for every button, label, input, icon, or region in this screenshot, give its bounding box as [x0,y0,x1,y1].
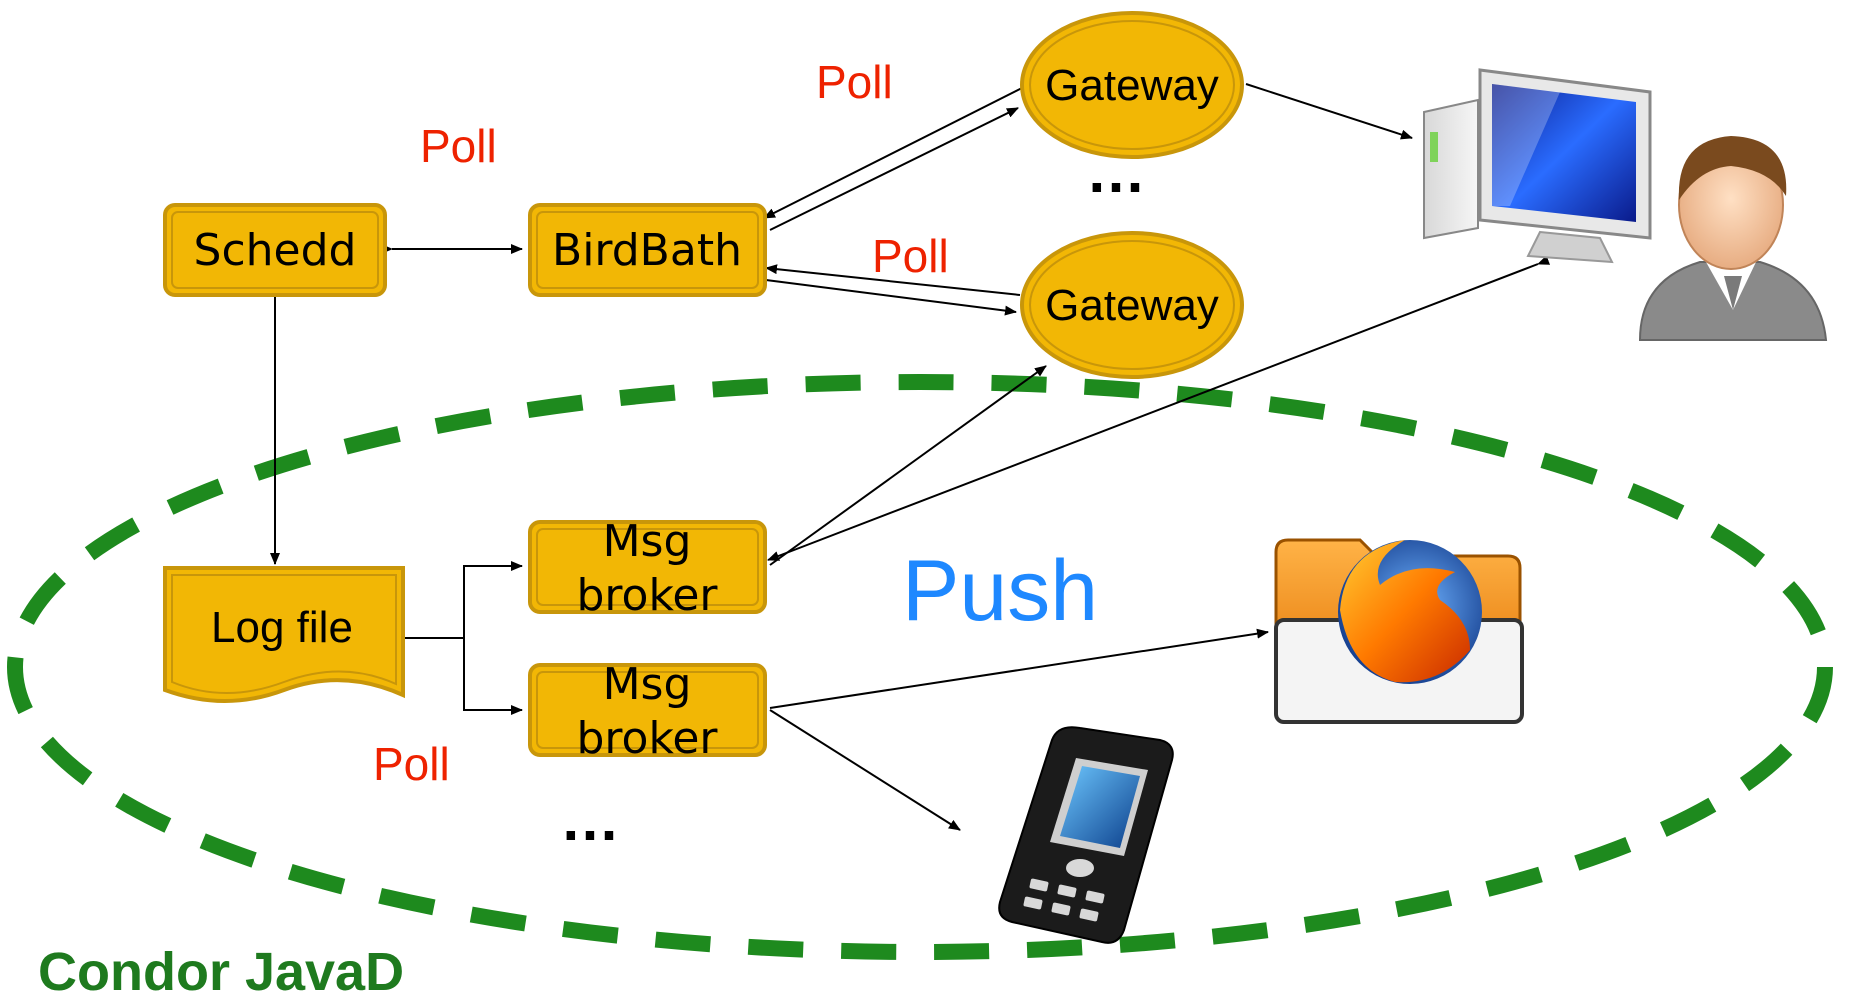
more-brokers-ellipsis: … [560,786,620,853]
log-file-label: Log file [211,603,353,652]
push-label: Push [902,543,1098,639]
poll-label-gateway-bottom: Poll [872,230,949,282]
poll-label-gateway-top: Poll [816,56,893,108]
msg-broker-2-node: Msg broker [528,659,767,764]
gateway-top-node: Gateway [1020,11,1244,159]
mobile-phone-icon [998,726,1174,944]
gateway-bottom-label: Gateway [1045,281,1219,330]
msg-broker-1-node: Msg broker [528,516,767,621]
birdbath-label: BirdBath [552,225,742,276]
schedd-label: Schedd [194,225,357,276]
msg-broker-2-label-line1: Msg [603,659,692,710]
desktop-computer-user-icon [1423,68,1828,341]
msg-broker-1-label-line1: Msg [603,516,692,567]
msg-broker-1-label-line2: broker [576,570,718,621]
msg-broker-2-label-line2: broker [576,713,718,764]
birdbath-node: BirdBath [528,203,767,297]
gateway-top-label: Gateway [1045,61,1219,110]
poll-label-log: Poll [373,738,450,790]
gateway-bottom-node: Gateway [1020,231,1244,379]
schedd-node: Schedd [163,203,387,297]
more-gateways-ellipsis: … [1086,138,1146,205]
connectors [270,83,1551,831]
firefox-folder-icon [1274,538,1524,724]
region-title: Condor JavaD [38,942,404,996]
poll-label-schedd: Poll [420,120,497,172]
log-file-node: Log file [163,566,405,703]
